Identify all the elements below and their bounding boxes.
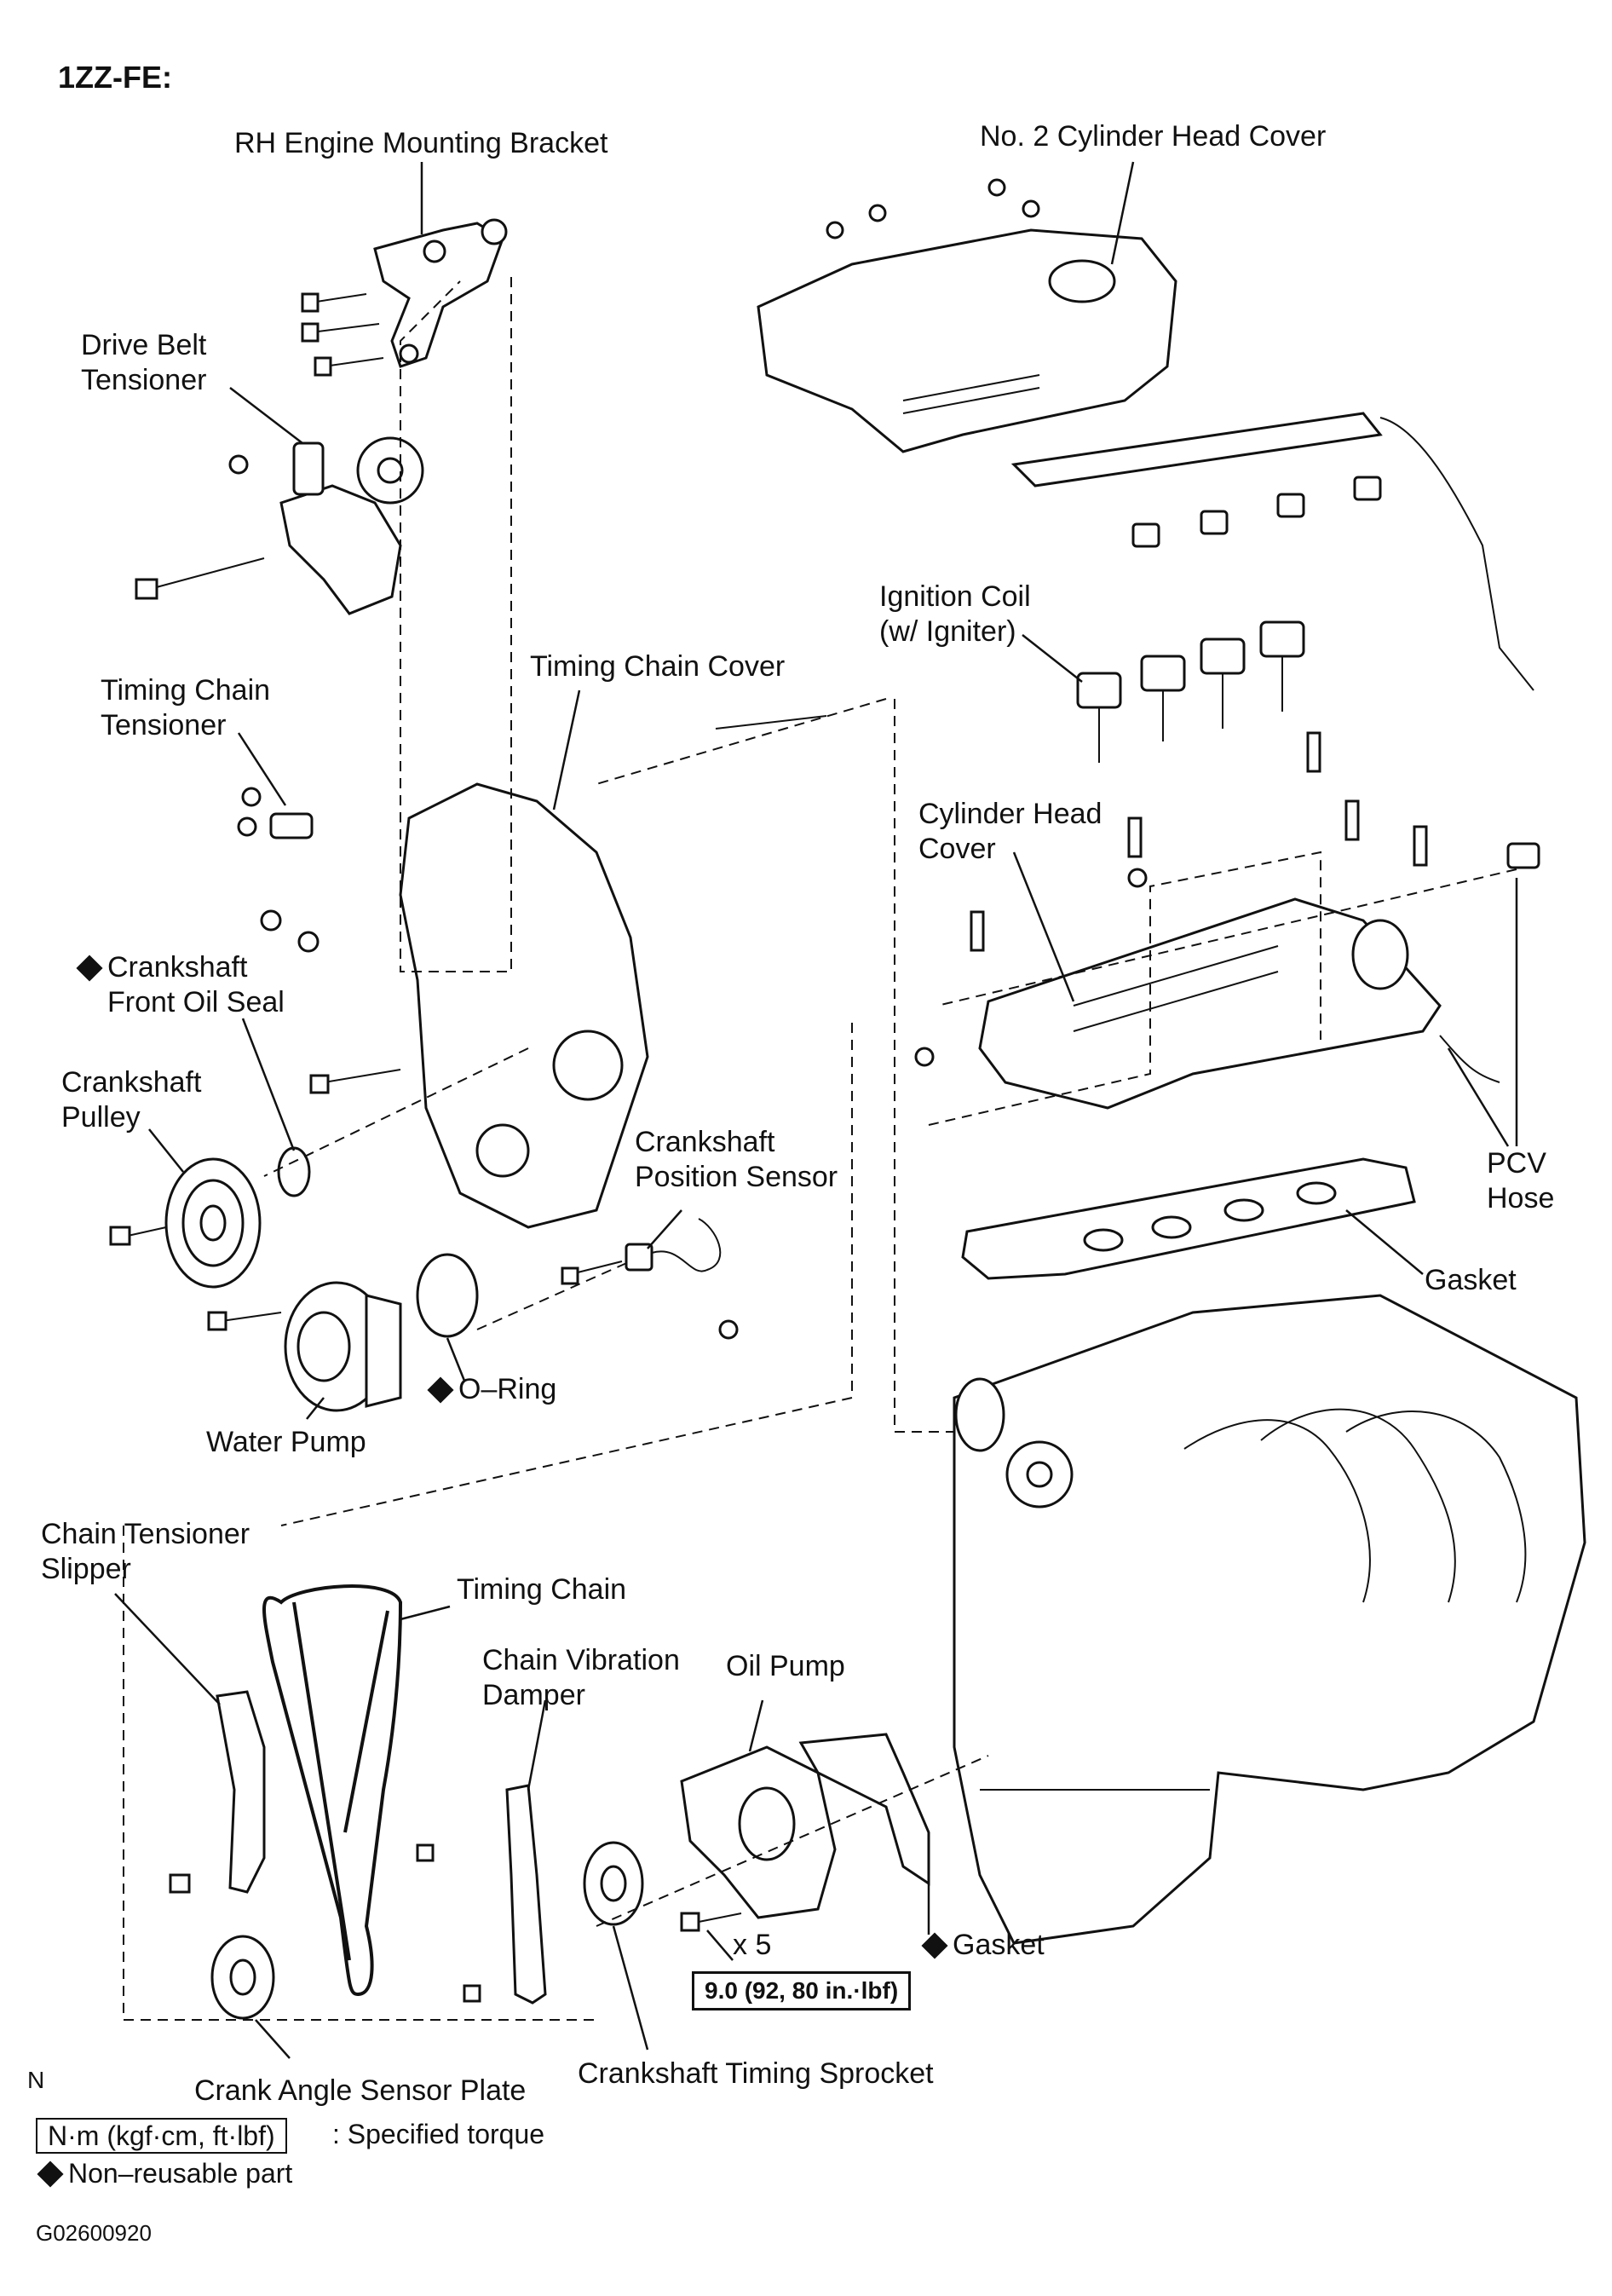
label-crankshaft-timing-sprocket: Crankshaft Timing Sprocket — [578, 2057, 934, 2090]
label-crankshaft-position-sensor-line2: Position Sensor — [635, 1161, 838, 1193]
label-crank-angle-sensor-plate: Crank Angle Sensor Plate — [194, 2074, 527, 2107]
assembly-guide-lines — [123, 277, 1517, 2021]
engine-code-title: 1ZZ-FE: — [58, 60, 172, 95]
non-reusable-diamond-icon — [37, 2160, 64, 2188]
damper-bolt-bottom-drawing — [463, 1984, 481, 2003]
crank-angle-sensor-plate-drawing — [210, 1935, 275, 2020]
no2-cylinder-head-cover-drawing — [757, 178, 1177, 453]
ignition-coil-drawing — [1010, 412, 1534, 763]
label-crankshaft-pulley-line2: Pulley — [61, 1101, 141, 1134]
corner-mark: N — [27, 2067, 45, 2093]
label-o-ring: O–Ring — [426, 1372, 556, 1407]
timing-chain-cover-drawing — [237, 715, 827, 1229]
label-text: Gasket — [953, 1929, 1045, 1961]
label-pcv-hose-line2: Hose — [1487, 1182, 1555, 1214]
label-timing-chain-tensioner-line1: Timing Chain — [101, 674, 271, 707]
label-crankshaft-front-oil-seal-line1: Crankshaft — [75, 950, 247, 985]
leader-lines — [114, 161, 1518, 2059]
o-ring-drawing — [416, 1253, 479, 1338]
oil-pump-drawing — [680, 1745, 837, 1932]
label-chain-vibration-damper-line1: Chain Vibration — [482, 1644, 680, 1676]
label-crankshaft-position-sensor-line1: Crankshaft — [635, 1126, 775, 1158]
label-head-gasket: Gasket — [1425, 1264, 1517, 1296]
gasket-holes — [1083, 1181, 1337, 1252]
timing-chain-drawing — [262, 1584, 403, 1997]
label-crankshaft-pulley-line1: Crankshaft — [61, 1066, 202, 1099]
label-no2-cylinder-head-cover: No. 2 Cylinder Head Cover — [980, 120, 1327, 153]
legend-torque-units-box: N·m (kgf·cm, ft·lbf) — [36, 2118, 287, 2154]
engine-block-drawing — [953, 1294, 1586, 1945]
label-oil-pump-gasket: Gasket — [920, 1928, 1045, 1963]
label-ignition-coil-line2: (w/ Igniter) — [879, 615, 1016, 648]
label-water-pump: Water Pump — [206, 1426, 366, 1458]
rh-engine-mounting-bracket-drawing — [301, 218, 508, 377]
non-reusable-diamond-icon — [427, 1376, 454, 1404]
label-timing-chain-cover: Timing Chain Cover — [530, 650, 786, 683]
non-reusable-diamond-icon — [76, 954, 103, 982]
label-oil-pump: Oil Pump — [726, 1650, 845, 1682]
label-cylinder-head-cover-line2: Cover — [918, 833, 996, 865]
crankshaft-position-sensor-drawing — [561, 1218, 739, 1340]
label-drive-belt-tensioner-line2: Tensioner — [81, 364, 207, 396]
non-reusable-diamond-icon — [921, 1931, 948, 1959]
label-text: Crankshaft — [107, 951, 248, 984]
label-text: O–Ring — [458, 1373, 557, 1405]
label-chain-tensioner-slipper-line1: Chain Tensioner — [41, 1518, 250, 1550]
label-rh-engine-mounting-bracket: RH Engine Mounting Bracket — [234, 127, 608, 159]
water-pump-drawing — [207, 1281, 402, 1412]
label-pcv-hose-line1: PCV — [1487, 1147, 1546, 1180]
legend-non-reusable-text: Non–reusable part — [68, 2158, 293, 2189]
label-timing-chain-tensioner-line2: Tensioner — [101, 709, 227, 741]
chain-vibration-damper-drawing — [505, 1784, 547, 2005]
figure-id: G02600920 — [36, 2220, 152, 2246]
label-drive-belt-tensioner-line1: Drive Belt — [81, 329, 207, 361]
legend-torque-description: : Specified torque — [332, 2119, 545, 2149]
drive-belt-tensioner-drawing — [135, 436, 424, 615]
damper-bolt-top-drawing — [416, 1843, 435, 1862]
label-ignition-coil-line1: Ignition Coil — [879, 580, 1031, 613]
label-bolt-quantity: x 5 — [733, 1929, 772, 1961]
label-crankshaft-front-oil-seal-line2: Front Oil Seal — [107, 986, 285, 1018]
label-chain-tensioner-slipper-line2: Slipper — [41, 1553, 131, 1585]
label-chain-vibration-damper-line2: Damper — [482, 1679, 585, 1711]
crankshaft-pulley-drawing — [109, 1146, 311, 1289]
legend-non-reusable: Non–reusable part — [36, 2156, 292, 2191]
slipper-bolt-drawing — [169, 1873, 191, 1894]
cylinder-head-cover-drawing — [914, 731, 1540, 1110]
torque-spec-box: 9.0 (92, 80 in.·lbf) — [692, 1971, 912, 2010]
label-cylinder-head-cover-line1: Cylinder Head — [918, 798, 1102, 830]
head-gasket-drawing — [961, 1157, 1416, 1280]
chain-tensioner-slipper-drawing — [216, 1690, 266, 1894]
crankshaft-timing-sprocket-drawing — [583, 1841, 644, 1926]
label-timing-chain: Timing Chain — [457, 1573, 627, 1606]
